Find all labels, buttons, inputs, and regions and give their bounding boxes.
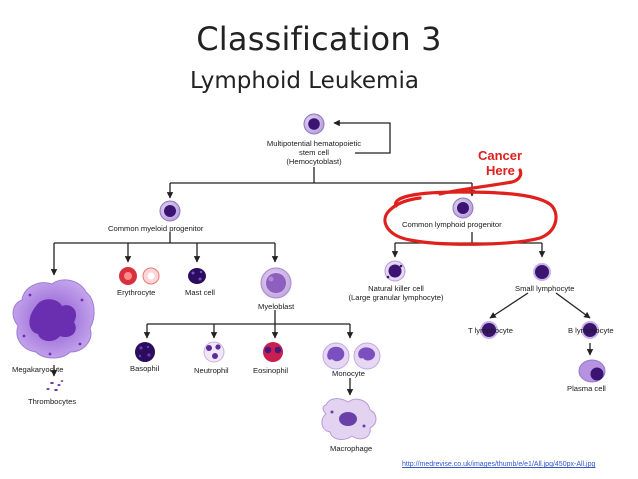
- stem-cell-shape: [303, 113, 325, 135]
- small-lymphocyte-shape: [533, 263, 551, 281]
- t-lymphocyte-shape: [480, 321, 498, 339]
- basophil-shape: [135, 342, 155, 362]
- cancer-highlight: [383, 168, 558, 246]
- stem-cell-label-line1: Multipotential hematopoietic: [267, 139, 361, 148]
- t-lymphocyte-label: T lymphocyte: [468, 326, 513, 335]
- myeloblast-label: Myeloblast: [258, 302, 295, 311]
- macrophage-shape: [321, 398, 377, 440]
- thrombocytes-shape: [46, 380, 64, 392]
- eosinophil-shape: [263, 342, 283, 362]
- b-lymphocyte-label: B lymphocyte: [568, 326, 614, 335]
- eosinophil-label: Eosinophil: [253, 366, 288, 375]
- stem-cell-label-line2: stem cell: [299, 148, 329, 157]
- lymphoid-progenitor-label: Common lymphoid progenitor: [402, 220, 502, 229]
- neutrophil-label: Neutrophil: [194, 366, 229, 375]
- b-lymphocyte-shape: [581, 321, 599, 339]
- thrombocytes-label: Thrombocytes: [28, 397, 76, 406]
- mast-cell-label: Mast cell: [185, 288, 215, 297]
- erythrocyte-shape: [119, 267, 160, 285]
- cancer-label-line2: Here: [486, 163, 515, 178]
- basophil-label: Basophil: [130, 364, 159, 373]
- myeloblast-shape: [260, 267, 292, 299]
- slide-subtitle: Lymphoid Leukemia: [190, 68, 419, 94]
- erythrocyte-label: Erythrocyte: [117, 288, 155, 297]
- plasma-cell-shape: [578, 359, 606, 383]
- megakaryocyte-label: Megakaryocyte: [12, 365, 64, 374]
- plasma-cell-label: Plasma cell: [567, 384, 606, 393]
- stem-cell-label-line3: (Hemocytoblast): [286, 157, 342, 166]
- megakaryocyte-shape: [12, 279, 95, 359]
- lymphoid-progenitor-shape: [452, 197, 474, 219]
- macrophage-label: Macrophage: [330, 444, 372, 453]
- slide-title: Classification 3: [196, 20, 442, 58]
- monocyte-shape: [322, 342, 381, 370]
- monocyte-label: Monocyte: [332, 369, 365, 378]
- cancer-label-line1: Cancer: [478, 148, 522, 163]
- neutrophil-shape: [203, 341, 225, 363]
- myeloid-progenitor-label: Common myeloid progenitor: [108, 224, 204, 233]
- nk-cell-label-line1: Natural killer cell: [368, 284, 424, 293]
- small-lymphocyte-label: Small lymphocyte: [515, 284, 575, 293]
- myeloid-progenitor-shape: [159, 200, 181, 222]
- nk-cell-label-line2: (Large granular lymphocyte): [349, 293, 444, 302]
- source-link[interactable]: http://medrevise.co.uk/images/thumb/e/e1…: [402, 461, 596, 468]
- nk-cell-shape: [384, 260, 406, 282]
- mast-cell-shape: [188, 268, 206, 284]
